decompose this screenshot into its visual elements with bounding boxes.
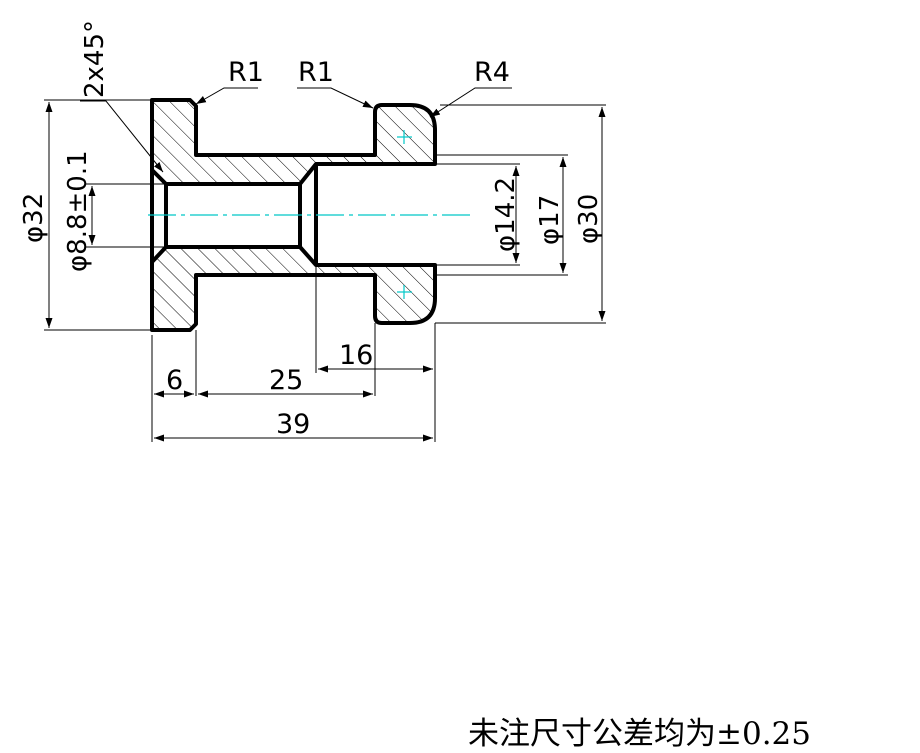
label-bore-large: φ14.2	[491, 177, 521, 252]
leader-r1-flange	[195, 87, 258, 105]
label-counterbore: 16	[339, 340, 373, 371]
label-middle: 25	[269, 365, 303, 396]
leader-r4	[429, 87, 512, 118]
dimension-lines	[45, 102, 606, 442]
upper-wall	[150, 98, 437, 186]
dimension-labels: R1 R1 R4 2x45° φ32 φ8.8±0.1 φ14.2 φ17 φ3…	[19, 20, 604, 440]
lower-wall	[150, 245, 437, 332]
leader-lines	[80, 87, 512, 173]
label-bore-small: φ8.8±0.1	[63, 150, 93, 272]
label-r1-flange: R1	[228, 57, 264, 88]
label-collar-outer: φ30	[574, 194, 604, 244]
label-collar-inner: φ17	[535, 195, 565, 245]
label-flange: 6	[166, 365, 183, 396]
label-flange-dia: φ32	[19, 193, 49, 243]
center-lines	[148, 130, 470, 299]
label-r1-collar: R1	[298, 57, 334, 88]
tolerance-note: 未注尺寸公差均为±0.25	[468, 716, 811, 752]
extension-lines	[44, 99, 606, 442]
label-total: 39	[276, 409, 310, 440]
leader-r1-collar	[297, 87, 374, 109]
leader-chamfer	[80, 100, 164, 173]
label-chamfer: 2x45°	[80, 20, 110, 98]
label-r4: R4	[474, 57, 510, 88]
